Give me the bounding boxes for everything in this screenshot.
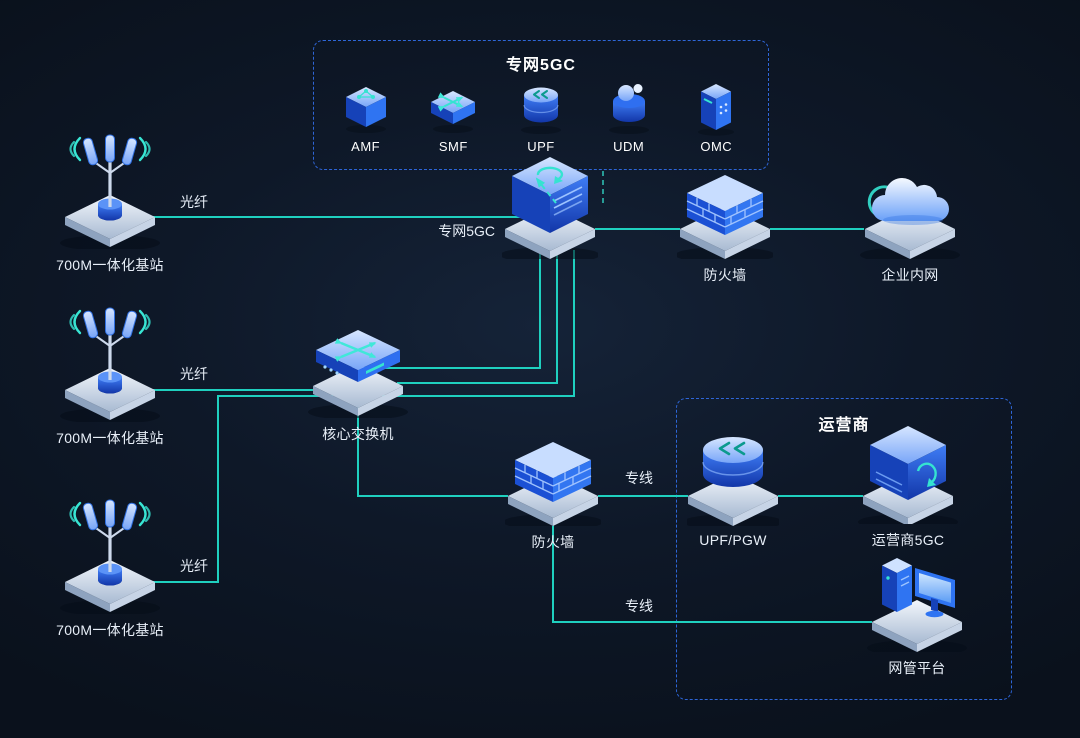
node-base-station-2: 700M一体化基站 [40,304,180,448]
node-label: 网管平台 [888,660,946,676]
link-fiber-bs3 [150,395,333,583]
node-base-station-3: 700M一体化基站 [40,496,180,640]
component-label: UPF [527,139,555,154]
node-base-station-1: 700M一体化基站 [40,131,180,275]
component-label: OMC [700,139,733,154]
omc-icon [698,84,735,136]
base-station-icon [60,134,160,249]
node-nms-platform: 网管平台 [865,548,969,678]
node-enterprise-intranet: 企业内网 [854,163,966,285]
node-upf-pgw: UPF/PGW [683,426,783,548]
node-operator-5gc: 运营商5GC [856,424,960,550]
link-switch-5gc-1 [366,250,541,369]
base-station-icon [60,499,160,614]
component-label: AMF [351,139,381,154]
link-label-fiber-3: 光纤 [180,558,208,574]
operator-box-title: 运营商 [818,417,870,434]
link-label-leased-line-1: 专线 [625,470,653,486]
server-cube-icon [858,426,958,524]
component-omc: OMC [680,79,752,154]
amf-icon [345,87,386,133]
node-firewall-bottom: 防火墙 [503,436,603,552]
upf-pgw-cylinder-icon [687,437,779,526]
cloud-icon [860,178,960,259]
component-label: SMF [438,139,468,154]
private-5gc-components-row: AMF SMF [314,79,768,154]
switch-icon [308,330,408,418]
node-label: 700M一体化基站 [56,430,164,446]
node-label: 企业内网 [881,267,939,283]
server-cube-icon [502,157,598,259]
node-private-5gc [502,155,598,259]
node-label: 防火墙 [703,267,747,283]
node-label: 700M一体化基站 [56,622,164,638]
link-label-fiber-1: 光纤 [180,194,208,210]
link-switch-firewall-bottom [357,406,508,497]
smf-icon [431,91,476,133]
node-label: UPF/PGW [699,532,767,548]
base-station-icon [60,307,160,422]
nms-workstation-icon [867,558,967,652]
node-label: 700M一体化基站 [56,257,164,273]
node-firewall-top: 防火墙 [675,169,775,285]
node-label: 核心交换机 [322,426,394,442]
link-switch-5gc-2 [397,250,558,384]
link-firewall-nms [552,522,872,623]
node-core-switch: 核心交换机 [293,324,423,444]
upf-icon [520,87,561,134]
private-5gc-box-title: 专网5GC [506,57,576,74]
firewall-icon [677,175,773,259]
link-label-fiber-2: 光纤 [180,366,208,382]
link-label-leased-line-2: 专线 [625,598,653,614]
node-label-private-5gc: 专网5GC [438,223,495,239]
component-udm: UDM [593,79,665,154]
component-amf: AMF [330,79,402,154]
udm-icon [608,84,649,134]
node-label: 防火墙 [531,534,575,550]
component-label: UDM [613,139,645,154]
component-upf: UPF [505,79,577,154]
link-switch-5gc-3 [382,250,575,397]
component-smf: SMF [417,79,489,154]
node-label: 运营商5GC [871,532,945,548]
operator-group-box: 运营商 [676,398,1012,700]
firewall-icon [505,442,601,526]
